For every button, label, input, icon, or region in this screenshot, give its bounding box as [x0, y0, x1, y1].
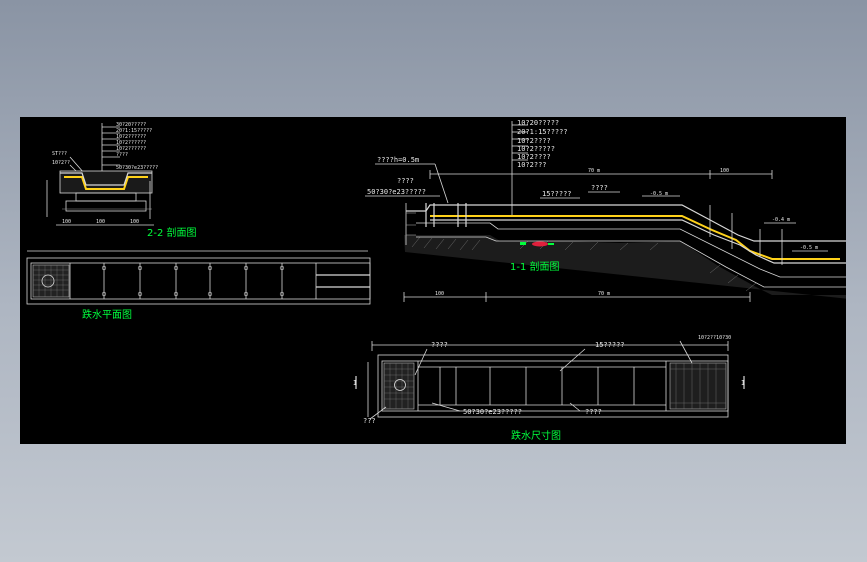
- callout-1-1-1: 10?20?????: [517, 119, 559, 127]
- left-callout-1: ST???: [52, 151, 67, 157]
- plan-label-top-mid: 15?????: [595, 341, 625, 349]
- callout-2-2-7: 50?30?e23?????: [116, 165, 158, 171]
- callout-1-1-3: 10?2????: [517, 137, 551, 145]
- dim-bottom-left: 100: [435, 291, 444, 297]
- dimension-plan: I I ???? 15????? 10?2??10?30 50?30?e23??…: [353, 335, 745, 442]
- note-c: 15?????: [542, 190, 572, 198]
- title-section-1-1: 1-1 剖面图: [510, 260, 560, 273]
- callout-1-1-4: 10?2?????: [517, 145, 555, 153]
- callout-2-2-4: 10?2??????: [116, 140, 146, 146]
- dim-bottom: 70 m: [598, 291, 610, 297]
- plan-label-bottom-left: ???: [363, 417, 376, 425]
- note-d: ????: [591, 184, 608, 192]
- callout-2-2-1: 30?20?????: [116, 122, 146, 128]
- note-a: ????: [397, 177, 414, 185]
- callout-2-2-2: 20?1:15?????: [116, 128, 152, 134]
- plan-label-bottom-mid: 50?30?e23?????: [463, 408, 522, 416]
- callout-2-2-3: 10?2??????: [116, 134, 146, 140]
- plan-view: 跌水平面图: [26, 250, 371, 321]
- note-depth: ????h=0.5m: [377, 156, 419, 164]
- note-b: 50?30?e23?????: [367, 188, 426, 196]
- callout-2-2-6: ????: [116, 152, 128, 158]
- title-plan: 跌水平面图: [82, 308, 132, 321]
- callout-1-1-5: 10?2????: [517, 153, 551, 161]
- section-2-2: 30?20????? 20?1:15????? 10?2?????? 10?2?…: [46, 122, 197, 239]
- svg-text:100: 100: [130, 219, 139, 225]
- svg-text:100: 100: [96, 219, 105, 225]
- cad-canvas: 30?20????? 20?1:15????? 10?2?????? 10?2?…: [26, 119, 846, 442]
- title-dimension-plan: 跌水尺寸图: [511, 429, 561, 442]
- svg-text:100: 100: [62, 219, 71, 225]
- dim-top-right: 100: [720, 168, 729, 174]
- plan-label-bottom-right: ????: [585, 408, 602, 416]
- title-section-2-2: 2-2 剖面图: [147, 226, 197, 239]
- level-2: -0.4 m: [772, 217, 790, 223]
- dim-top: 70 m: [588, 168, 600, 174]
- level-3: -0.5 m: [800, 245, 818, 251]
- section-mark-right: I: [741, 379, 745, 387]
- plan-label-top-left: ????: [431, 341, 448, 349]
- section-1-1: 10?20????? 20?1:15????? 10?2???? 10?2???…: [365, 119, 846, 302]
- plan-label-top-right: 10?2??10?30: [698, 335, 731, 341]
- callout-1-1-2: 20?1:15?????: [517, 128, 568, 136]
- section-mark-left: I: [353, 379, 357, 387]
- left-callout-2: 10?2??: [52, 160, 70, 166]
- callout-1-1-6: 10?2???: [517, 161, 547, 169]
- cad-drawing-sheet: 30?20????? 20?1:15????? 10?2?????? 10?2?…: [20, 117, 846, 444]
- callout-2-2-5: 10?2??????: [116, 146, 146, 152]
- level-1: -0.5 m: [650, 191, 668, 197]
